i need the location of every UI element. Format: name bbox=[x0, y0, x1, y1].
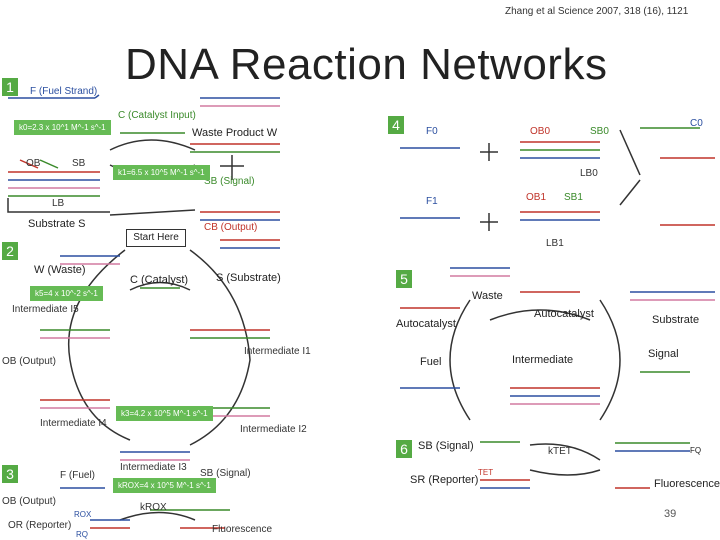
citation: Zhang et al Science 2007, 318 (16), 1121 bbox=[505, 6, 689, 17]
panel-number-6: 6 bbox=[396, 440, 412, 458]
waste-product-label: Waste Product W bbox=[192, 127, 278, 139]
rq-tag: RQ bbox=[76, 530, 88, 539]
tet-tag: TET bbox=[478, 468, 494, 477]
intermediate-i2-label: Intermediate I2 bbox=[240, 424, 307, 435]
lb1-label: LB1 bbox=[546, 238, 564, 249]
waste-label-5: Waste bbox=[472, 290, 503, 302]
panel-number-1: 1 bbox=[2, 78, 18, 96]
substrate-label-5: Substrate bbox=[652, 314, 700, 326]
rate-krox: kROX=4 x 10^5 M^-1 s^-1 bbox=[113, 478, 216, 493]
sb-label: SB bbox=[72, 158, 86, 169]
substrate-s-label-2: S (Substrate) bbox=[216, 272, 281, 284]
catalyst-input-label: C (Catalyst Input) bbox=[118, 110, 196, 121]
or-reporter-label: OR (Reporter) bbox=[8, 520, 72, 531]
signal-sb-label: SB (Signal) bbox=[204, 176, 255, 187]
lb-label: LB bbox=[52, 198, 65, 209]
page-title: DNA Reaction Networks bbox=[125, 40, 608, 89]
autocatalyst-left-label: Autocatalyst bbox=[396, 318, 456, 330]
ob-output-label: OB (Output) bbox=[2, 356, 56, 367]
fuel-label-5: Fuel bbox=[420, 356, 442, 368]
catalyst-c-label: C (Catalyst) bbox=[130, 274, 189, 286]
fluorescence-label-3: Fluorescence bbox=[212, 524, 273, 535]
autocatalyst-right-label: Autocatalyst bbox=[534, 308, 594, 320]
panel-number-3: 3 bbox=[2, 465, 18, 483]
rate-k3: k3=4.2 x 10^5 M^-1 s^-1 bbox=[116, 406, 213, 421]
rate-k5: k5=4 x 10^-2 s^-1 bbox=[30, 286, 103, 301]
ob-output-label-3: OB (Output) bbox=[2, 496, 56, 507]
panel6-strands bbox=[480, 441, 690, 489]
panel5-cycle bbox=[400, 267, 715, 421]
intermediate-i1-label: Intermediate I1 bbox=[244, 346, 311, 357]
panel4-strands bbox=[400, 127, 715, 231]
krox-label: kROX bbox=[140, 502, 167, 513]
c0-label: C0 bbox=[690, 118, 703, 129]
panel-number-4: 4 bbox=[388, 116, 404, 134]
panel2-cycle bbox=[40, 239, 280, 461]
fuel-strand-label: F (Fuel Strand) bbox=[30, 86, 98, 97]
output-cb-label: CB (Output) bbox=[204, 222, 258, 233]
intermediate-label-5: Intermediate bbox=[512, 354, 574, 366]
ob-label: OB bbox=[26, 158, 41, 169]
signal-label-5: Signal bbox=[648, 348, 679, 360]
panel-number-5: 5 bbox=[396, 270, 412, 288]
rate-k1: k1=6.5 x 10^5 M^-1 s^-1 bbox=[113, 165, 210, 180]
fluorescence-label-6: Fluorescence bbox=[654, 478, 720, 490]
intermediate-i4-label: Intermediate I4 bbox=[40, 418, 107, 429]
ob0-label: OB0 bbox=[530, 126, 551, 137]
f1-label: F1 bbox=[426, 196, 438, 207]
ob1-label: OB1 bbox=[526, 192, 547, 203]
substrate-s-label: Substrate S bbox=[28, 218, 86, 230]
rate-k0: k0=2.3 x 10^1 M^-1 s^-1 bbox=[14, 120, 111, 135]
start-here-box: Start Here bbox=[126, 229, 186, 247]
rox-tag: ROX bbox=[74, 510, 92, 519]
f0-label: F0 bbox=[426, 126, 438, 137]
intermediate-i5-label: Intermediate I5 bbox=[12, 304, 79, 315]
waste-w-label: W (Waste) bbox=[34, 264, 86, 276]
ktet-label: kTET bbox=[548, 446, 572, 457]
sb-signal-label-6: SB (Signal) bbox=[418, 440, 474, 452]
sr-reporter-label: SR (Reporter) bbox=[410, 474, 479, 486]
panel3-strands bbox=[60, 487, 230, 529]
lb0-label: LB0 bbox=[580, 168, 598, 179]
sb-signal-label: SB (Signal) bbox=[200, 468, 251, 479]
sb0-label: SB0 bbox=[590, 126, 609, 137]
page-number: 39 bbox=[664, 508, 677, 520]
intermediate-i3-label: Intermediate I3 bbox=[120, 462, 187, 473]
sb1-label: SB1 bbox=[564, 192, 583, 203]
panel-number-2: 2 bbox=[2, 242, 18, 260]
fuel-f-label: F (Fuel) bbox=[60, 470, 95, 481]
fq-tag: FQ bbox=[690, 446, 702, 455]
